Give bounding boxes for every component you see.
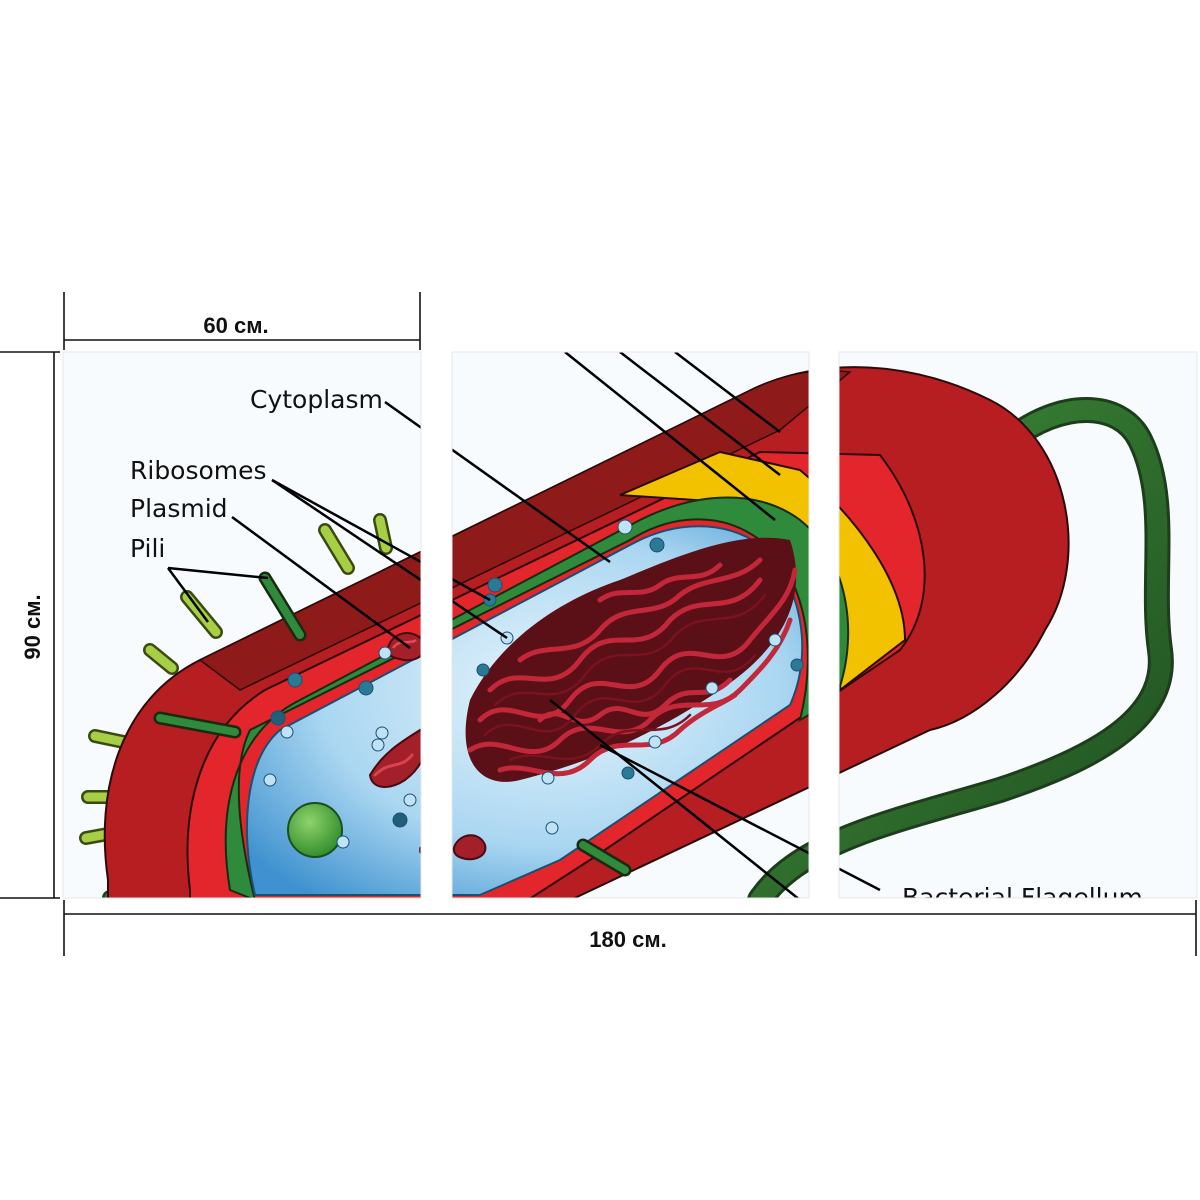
label-cytoplasm: Cytoplasm <box>250 385 383 414</box>
storage-granule <box>287 802 343 858</box>
panel-gaps <box>0 345 1200 905</box>
ribosome-dots <box>263 519 804 849</box>
label-pili: Pili <box>130 534 165 563</box>
label-ribosomes: Ribosomes <box>130 456 267 485</box>
bacterium-cell-illustration: Cytoplasm Ribosomes Plasmid Pili Bacteri… <box>63 352 1197 912</box>
dimension-total-width: 180 см. <box>589 927 666 952</box>
panel-outlines <box>62 351 1198 899</box>
dimension-lines <box>0 292 1197 956</box>
pilus-anchors <box>153 571 632 877</box>
nucleoid <box>368 537 798 788</box>
label-flagellum: Bacterial Flagellum <box>902 883 1143 912</box>
label-plasmid: Plasmid <box>130 494 228 523</box>
dimension-height: 90 см. <box>20 594 45 659</box>
dimension-panel-width: 60 см. <box>203 313 268 338</box>
leader-lines <box>166 352 881 898</box>
